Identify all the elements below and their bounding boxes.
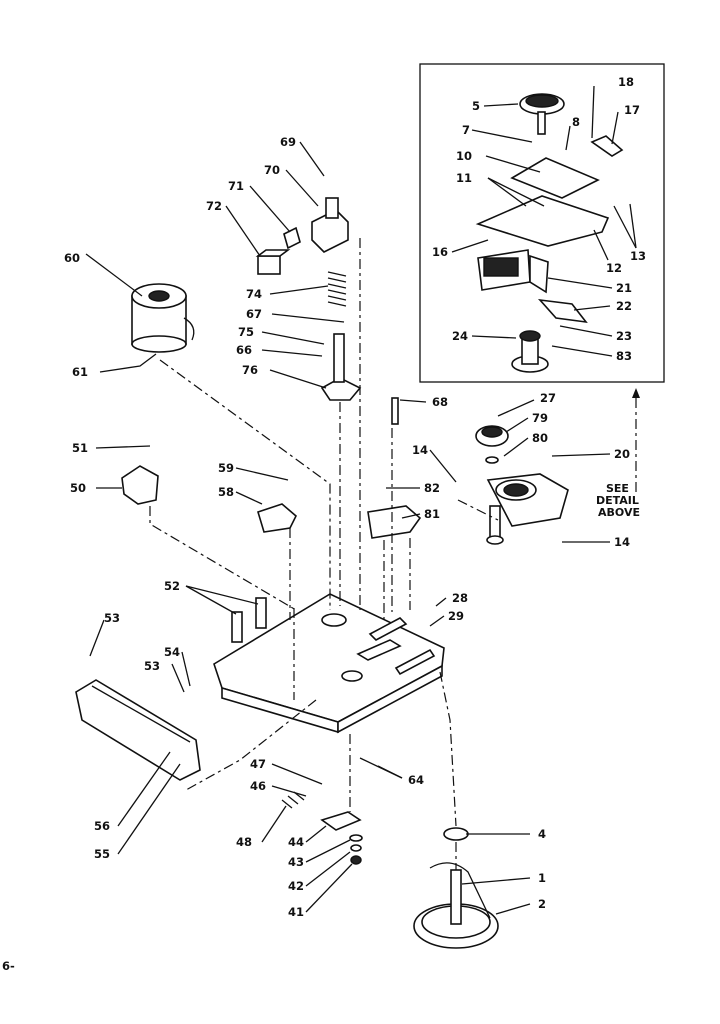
- capstan-assembly-part-20: [486, 473, 569, 545]
- page-edge-mark: 6-: [2, 959, 15, 973]
- callout-59: 59: [218, 461, 234, 475]
- callout-41: 41: [288, 905, 304, 919]
- callout-66: 66: [236, 343, 252, 357]
- callout-47: 47: [250, 757, 266, 771]
- main-chassis: [213, 593, 445, 734]
- callout-81: 81: [424, 507, 440, 521]
- terminal-part-81: [367, 505, 422, 539]
- callout-58: 58: [218, 485, 234, 499]
- callout-67: 67: [246, 307, 262, 321]
- callout-22: 22: [616, 299, 632, 313]
- detail-pointer-arrowhead: [632, 388, 640, 398]
- detail-motor-part-16: [477, 249, 549, 294]
- callout-5: 5: [472, 99, 480, 113]
- svg-text:ABOVE: ABOVE: [598, 506, 640, 519]
- main-leaders: [85, 141, 611, 915]
- callout-60: 60: [64, 251, 80, 265]
- callout-71: 71: [228, 179, 244, 193]
- callout-56: 56: [94, 819, 110, 833]
- alignment-lines: [149, 238, 499, 870]
- callout-53b: 53: [144, 659, 160, 673]
- svg-text:SEE: SEE: [606, 482, 629, 495]
- callout-83: 83: [616, 349, 632, 363]
- block-part-72: [255, 249, 291, 275]
- callout-48: 48: [236, 835, 252, 849]
- bracket-part-71: [283, 226, 301, 250]
- detail-spindle-part-24: [511, 330, 549, 373]
- callout-28: 28: [452, 591, 468, 605]
- callout-51: 51: [72, 441, 88, 455]
- callout-50: 50: [70, 481, 86, 495]
- callout-55: 55: [94, 847, 110, 861]
- callout-68: 68: [432, 395, 448, 409]
- pulley-part-44: [320, 811, 363, 865]
- head-assembly-part-55: [75, 679, 201, 781]
- detail-lever-part-22: [537, 298, 588, 324]
- callout-12: 12: [606, 261, 622, 275]
- callout-44: 44: [288, 835, 304, 849]
- callout-24: 24: [452, 329, 468, 343]
- pinch-roller-part-79: [475, 425, 509, 464]
- callout-64: 64: [408, 773, 424, 787]
- see-detail-note: SEE DETAIL ABOVE: [596, 482, 640, 519]
- callout-17: 17: [624, 103, 640, 117]
- callout-13: 13: [630, 249, 646, 263]
- callout-52: 52: [164, 579, 180, 593]
- detail-arm-part-18: [590, 135, 624, 157]
- spring-part-74: [327, 271, 347, 307]
- callout-42: 42: [288, 879, 304, 893]
- detail-reel-part-5: [519, 93, 565, 135]
- callout-43: 43: [288, 855, 304, 869]
- callout-27: 27: [540, 391, 556, 405]
- switch-part-50: [121, 465, 159, 505]
- belt-part-1: [429, 862, 491, 919]
- callout-46: 46: [250, 779, 266, 793]
- callout-79: 79: [532, 411, 548, 425]
- solenoid-part-70: [311, 197, 349, 253]
- rod-part-68: [391, 397, 399, 425]
- callout-76: 76: [242, 363, 258, 377]
- post-parts-52: [231, 597, 267, 643]
- detail-leaders: [451, 85, 637, 357]
- callout-72: 72: [206, 199, 222, 213]
- callout-11: 11: [456, 171, 472, 185]
- callout-labels: 1 2 4 5 7 8 10 11 12 13 14 14 16 17 18 2…: [64, 75, 646, 919]
- lever-part-58: [257, 503, 297, 533]
- callout-80: 80: [532, 431, 548, 445]
- callout-20: 20: [614, 447, 630, 461]
- washer-part-4: [443, 827, 469, 841]
- callout-74: 74: [246, 287, 262, 301]
- callout-70: 70: [264, 163, 280, 177]
- callout-29: 29: [448, 609, 464, 623]
- detail-box: [419, 63, 665, 383]
- callout-75: 75: [238, 325, 254, 339]
- callout-8: 8: [572, 115, 580, 129]
- detail-plate-part-12: [475, 195, 610, 247]
- callout-18: 18: [618, 75, 634, 89]
- callout-61: 61: [72, 365, 88, 379]
- svg-text:DETAIL: DETAIL: [596, 494, 639, 507]
- spindle-base-part-76: [320, 333, 362, 401]
- flywheel-part-2: [413, 869, 499, 949]
- callout-10: 10: [456, 149, 472, 163]
- detail-plate-part-10: [510, 157, 600, 199]
- callout-53a: 53: [104, 611, 120, 625]
- callout-69: 69: [280, 135, 296, 149]
- callout-14b: 14: [614, 535, 630, 549]
- callout-1: 1: [538, 871, 546, 885]
- callout-2: 2: [538, 897, 546, 911]
- callout-7: 7: [462, 123, 470, 137]
- callout-23: 23: [616, 329, 632, 343]
- callout-21: 21: [616, 281, 632, 295]
- callout-16: 16: [432, 245, 448, 259]
- callout-54: 54: [164, 645, 180, 659]
- callout-14a: 14: [412, 443, 428, 457]
- callout-4: 4: [538, 827, 546, 841]
- reel-motor-part-60: [131, 283, 195, 353]
- callout-82: 82: [424, 481, 440, 495]
